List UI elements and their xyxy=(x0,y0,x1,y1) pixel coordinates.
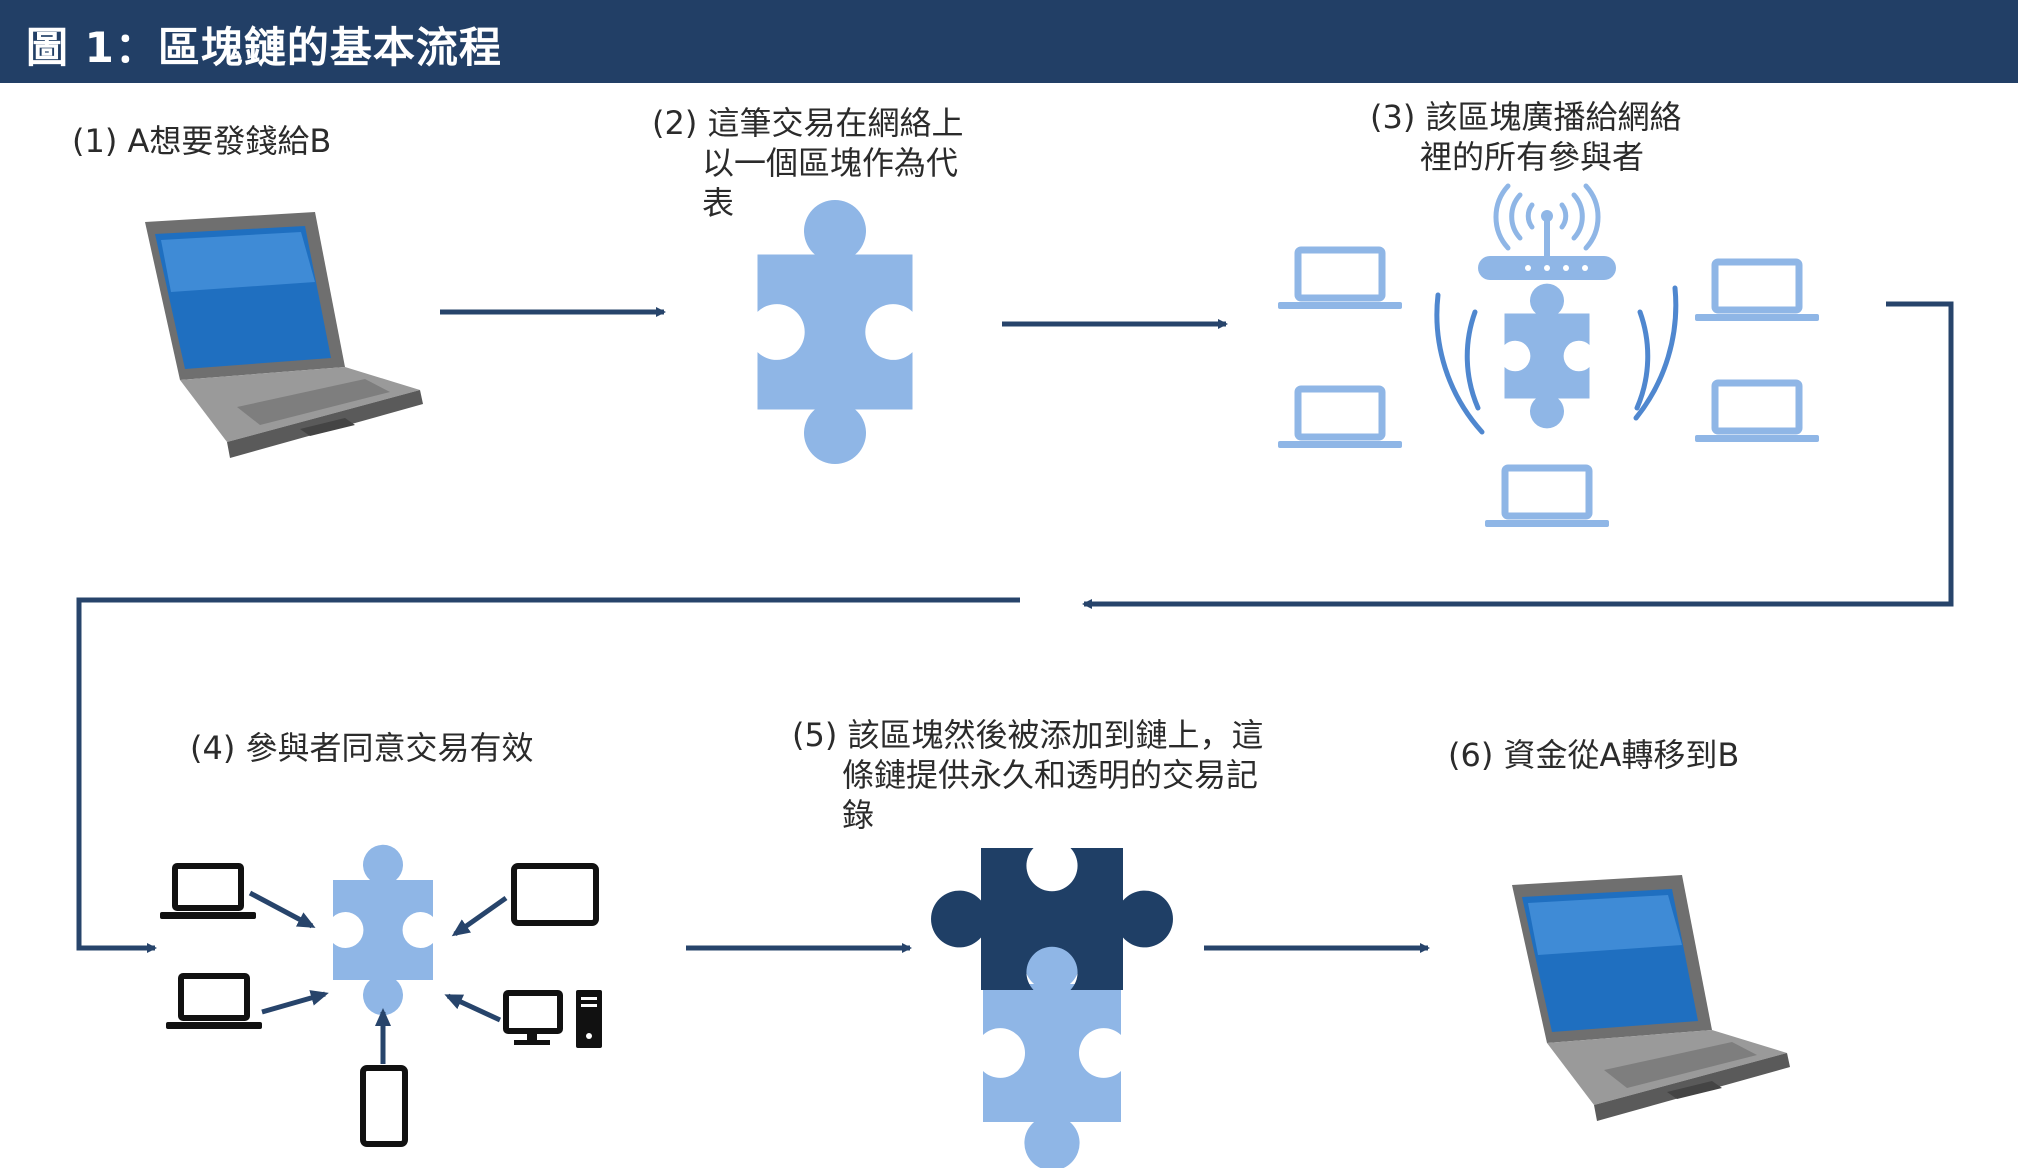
network-laptop-icon xyxy=(1278,250,1402,309)
step-6-line-1: (6) 資金從A轉移到B xyxy=(1448,736,1740,774)
step-3-line-2: 裡的所有參與者 xyxy=(1420,138,1645,176)
step-2-line-1: (2) 這筆交易在網絡上 xyxy=(652,104,964,142)
step-5-line-1: (5) 該區塊然後被添加到鏈上，這 xyxy=(792,716,1264,754)
step-3-line-1: (3) 該區塊廣播給網絡 xyxy=(1370,98,1682,136)
laptop-icon xyxy=(145,212,423,458)
step-5-caption: (5) 該區塊然後被添加到鏈上，這 條鏈提供永久和透明的交易記 錄 xyxy=(792,715,1264,835)
step-6-caption: (6) 資金從A轉移到B xyxy=(1448,735,1739,775)
puzzle-piece-icon xyxy=(333,844,433,1016)
broadcast-network xyxy=(1278,183,1819,527)
smartphone-icon xyxy=(360,1065,408,1147)
puzzle-piece-icon xyxy=(757,199,913,465)
step-4-caption: (4) 參與者同意交易有效 xyxy=(190,728,534,768)
laptop-icon xyxy=(160,866,256,919)
step-1-line-1: (1) A想要發錢給B xyxy=(72,122,332,160)
header-bar: 圖 1：區塊鏈的基本流程 xyxy=(0,0,2018,83)
laptop-icon xyxy=(166,976,262,1029)
tablet-icon xyxy=(511,863,599,926)
arrow-participant xyxy=(444,993,502,1023)
step-5-line-3: 錄 xyxy=(842,796,875,834)
step-1-caption: (1) A想要發錢給B xyxy=(72,121,331,161)
network-laptop-icon xyxy=(1695,262,1819,321)
connector-to-step4 xyxy=(76,597,1020,953)
consensus-group xyxy=(160,844,602,1147)
step-3-caption: (3) 該區塊廣播給網絡 裡的所有參與者 xyxy=(1370,97,1682,177)
network-laptop-icon xyxy=(1695,383,1819,442)
connector-step3-to-row2 xyxy=(1082,301,1954,609)
arrow-participant xyxy=(261,990,329,1015)
puzzle-piece-icon xyxy=(1504,283,1590,429)
step-5-line-2: 條鏈提供永久和透明的交易記 xyxy=(842,756,1259,794)
step-2-caption: (2) 這筆交易在網絡上 以一個區塊作為代 表 xyxy=(652,103,964,223)
wifi-router-icon xyxy=(1478,183,1616,280)
arrow-participant xyxy=(451,895,508,937)
arrow-participant xyxy=(248,890,316,929)
laptop-icon xyxy=(1512,875,1790,1121)
figure-title: 圖 1：區塊鏈的基本流程 xyxy=(26,23,502,72)
network-laptop-icon xyxy=(1485,468,1609,527)
broadcast-wave-icon xyxy=(1434,285,1679,435)
step-2-line-3: 表 xyxy=(702,184,735,222)
step-4-line-1: (4) 參與者同意交易有效 xyxy=(190,729,534,767)
desktop-computer-icon xyxy=(503,990,602,1048)
chained-blocks xyxy=(931,848,1173,1168)
network-laptop-icon xyxy=(1278,389,1402,448)
step-2-line-2: 以一個區塊作為代 xyxy=(702,144,959,182)
